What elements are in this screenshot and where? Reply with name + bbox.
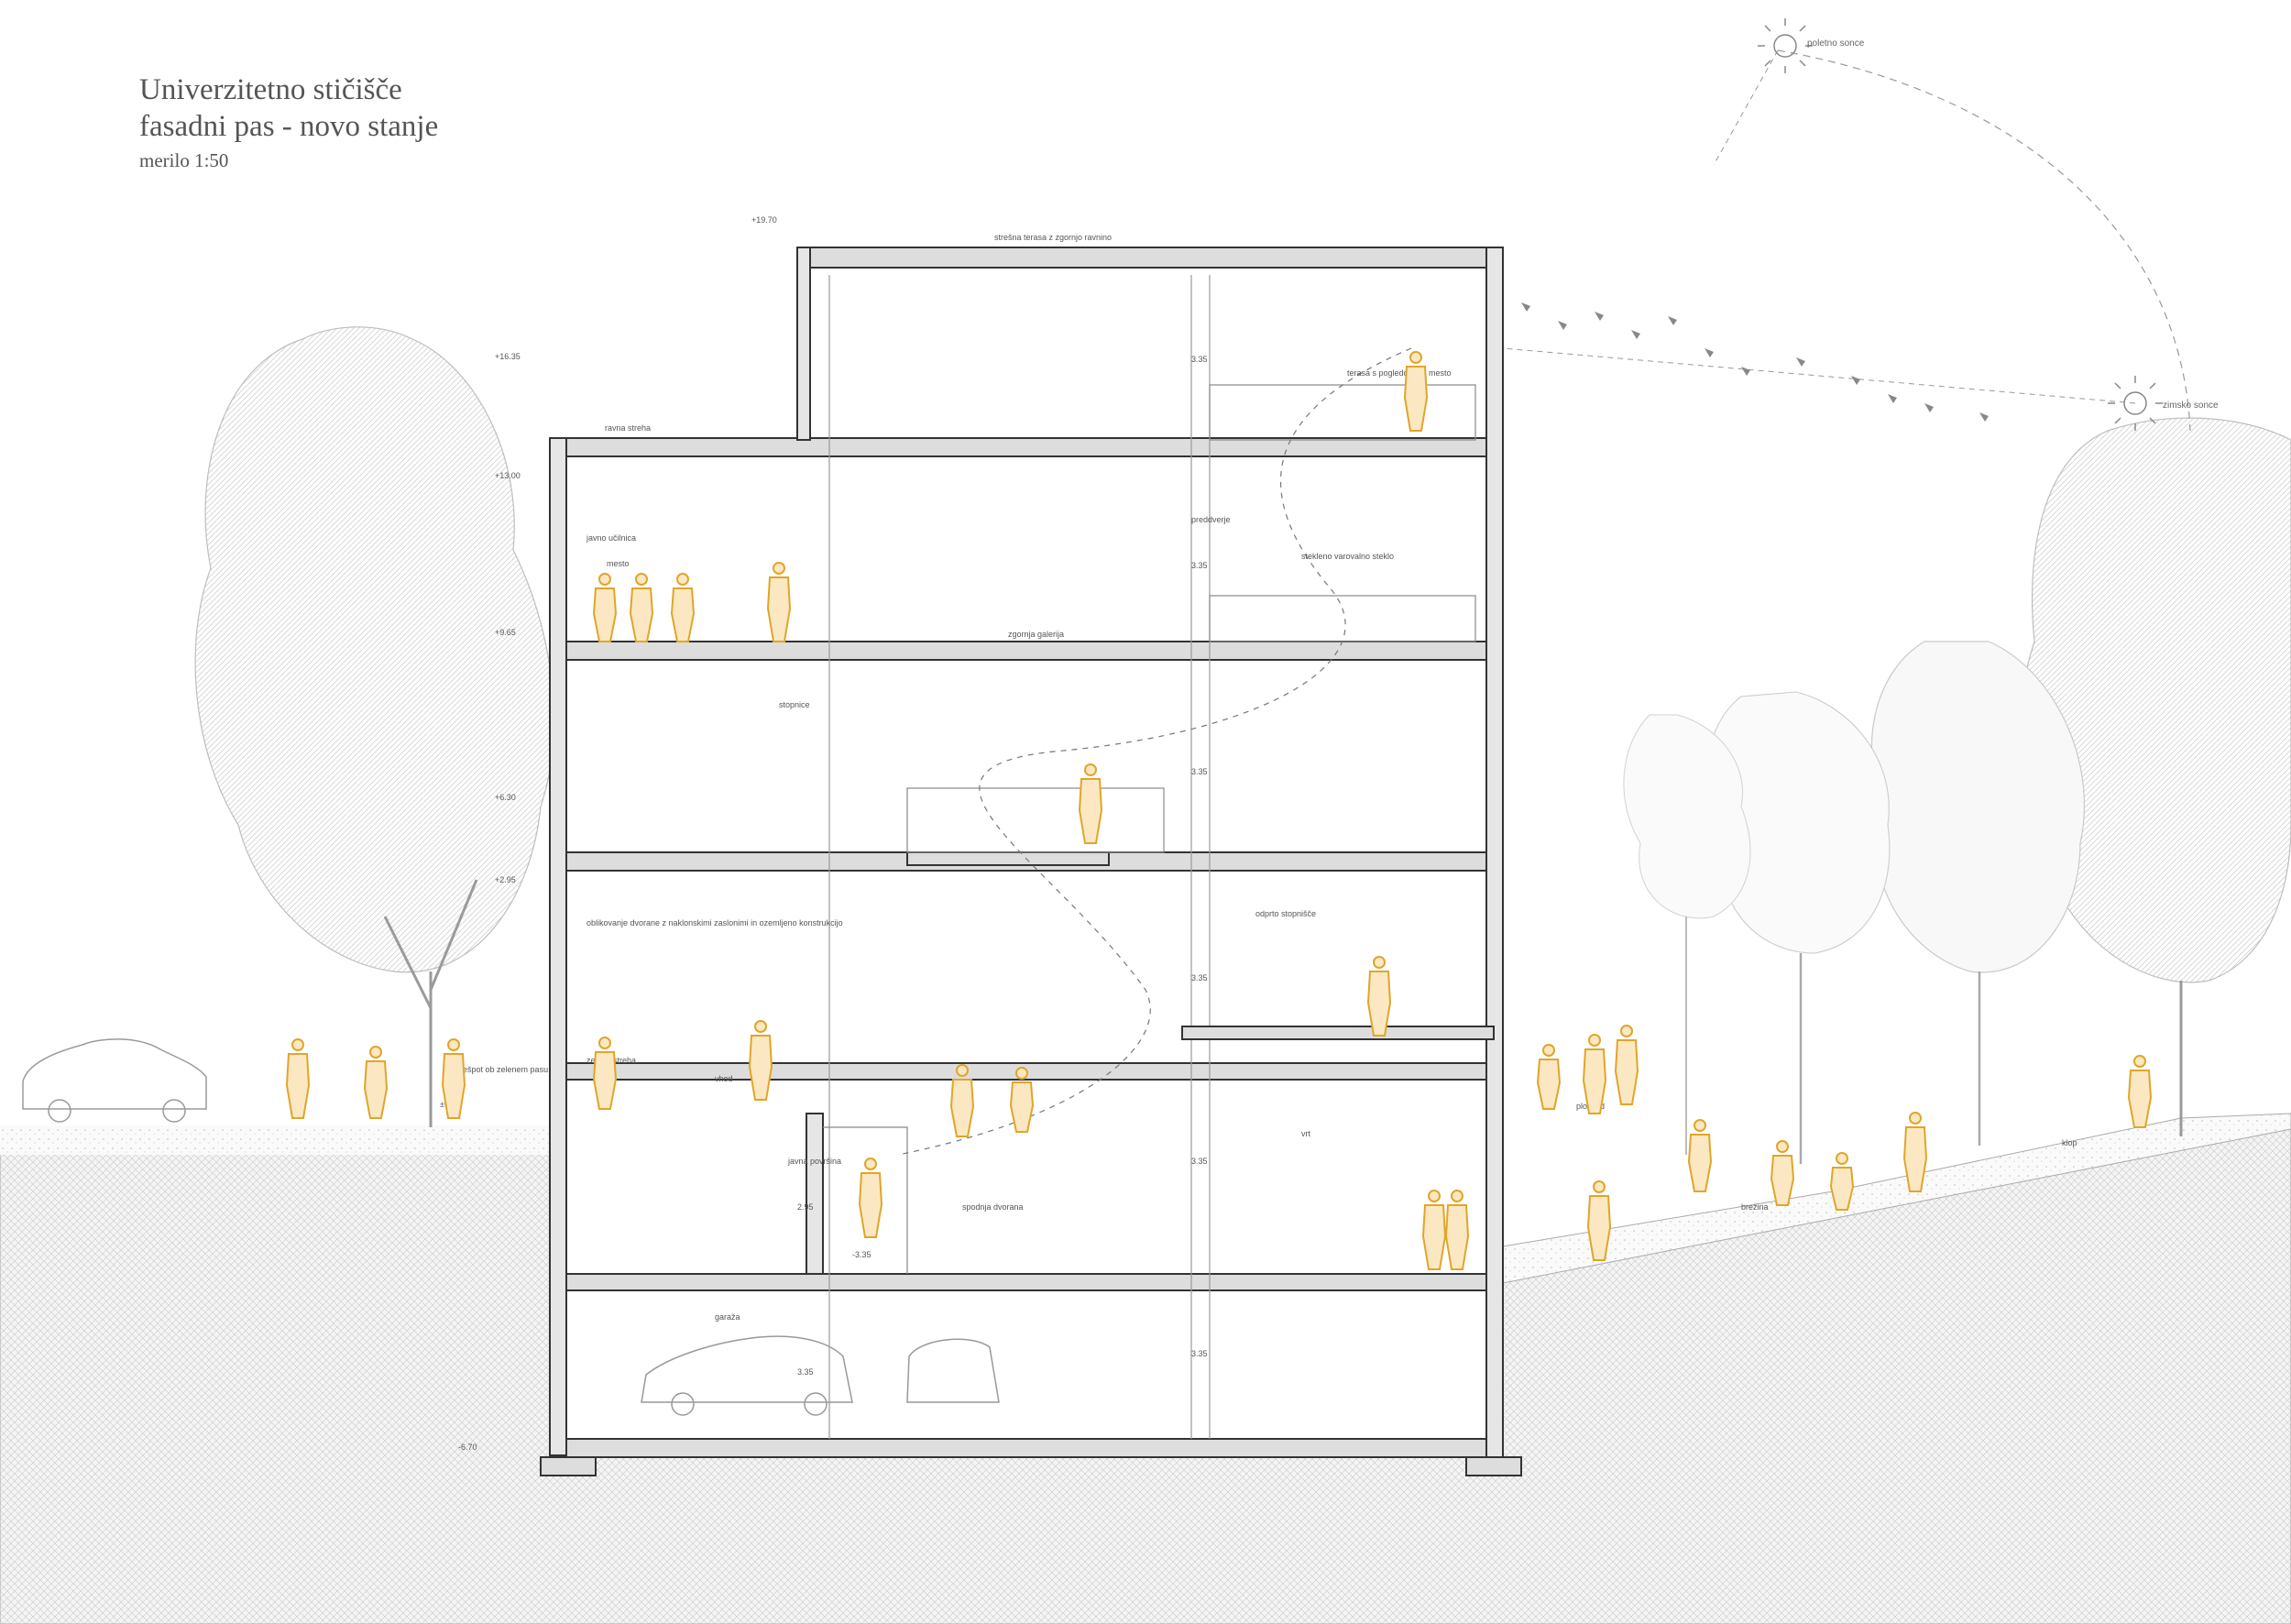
tree-right-mid: [1870, 641, 2085, 1146]
level-mark: +13.00: [495, 471, 521, 480]
human-figure: [858, 1158, 883, 1238]
dimension-mark: 3.35: [1191, 767, 1208, 776]
sun-ray-summer: [1713, 49, 1779, 166]
drawing-title: Univerzitetno stičišče: [139, 73, 402, 106]
human-figure: [1582, 1034, 1607, 1114]
summer-sun-icon: [1758, 18, 1813, 73]
label-upper-gallery: zgornja galerija: [1008, 630, 1064, 639]
label-entry: vhod: [715, 1074, 733, 1083]
human-figure: [441, 1038, 466, 1119]
human-figure: [1009, 1067, 1035, 1133]
label-lecture-desk: javno učilnica: [586, 533, 636, 543]
human-figure: [363, 1046, 389, 1119]
human-figure: [766, 562, 792, 642]
human-figure: [1421, 1190, 1447, 1270]
label-roof-flat: ravna streha: [605, 423, 651, 433]
sun-arc: [1777, 49, 2191, 432]
label-slope: brežina: [1741, 1202, 1769, 1212]
dimension-marks: 3.35 3.35 3.35 3.35 3.35 3.35 2.95 3.35: [797, 355, 1208, 1377]
winter-sun-icon: [2108, 376, 2163, 431]
human-figure: [592, 573, 618, 642]
human-figure: [1078, 763, 1103, 844]
tree-right-large: [2018, 417, 2291, 1136]
label-parking: garaža: [715, 1312, 740, 1322]
basement-cars: [641, 1335, 1000, 1416]
human-figure: [1366, 956, 1392, 1037]
human-figure: [2127, 1055, 2153, 1128]
human-figure: [629, 573, 654, 642]
summer-sun-label: poletno sonce: [1807, 38, 1865, 49]
label-sky-lounge: terasa s pogledom na mesto: [1347, 368, 1452, 378]
street-car: [22, 1038, 207, 1123]
level-mark: -6.70: [458, 1443, 477, 1452]
dimension-mark: 2.95: [797, 1202, 814, 1212]
label-public-area: javna površina: [787, 1157, 841, 1166]
label-garden: vrt: [1301, 1129, 1310, 1138]
label-stairs-open: stopnice: [779, 700, 810, 709]
label-open-stairs: odprto stopnišče: [1255, 909, 1316, 918]
dimension-mark: 3.35: [1191, 1349, 1208, 1358]
human-figure: [1770, 1140, 1795, 1206]
label-walkway: pešpot ob zelenem pasu: [458, 1065, 548, 1074]
human-figure: [1614, 1025, 1639, 1105]
drawing-subtitle: fasadni pas - novo stanje: [139, 110, 439, 143]
terrain-section: [0, 1126, 2291, 1624]
human-figure: [949, 1064, 975, 1137]
building-section: [540, 247, 1522, 1476]
dashed-flow-line: [897, 347, 1412, 1156]
level-mark: +9.65: [495, 628, 516, 637]
label-glass-railing: stekleno varovalno steklo: [1301, 552, 1394, 561]
level-mark: +6.30: [495, 793, 516, 802]
dimension-mark: 3.35: [1191, 1157, 1208, 1166]
level-mark: +16.35: [495, 352, 521, 361]
human-figure: [1403, 351, 1429, 432]
level-mark: +2.95: [495, 875, 516, 884]
label-atrium: preddverje: [1191, 515, 1231, 524]
human-figure: [1829, 1152, 1855, 1211]
label-bench: klop: [2062, 1138, 2077, 1147]
label-stair-note: oblikovanje dvorane z naklonskimi zaslon…: [586, 918, 843, 927]
drawing-scale: merilo 1:50: [139, 149, 229, 171]
human-figure: [1586, 1180, 1612, 1261]
winter-sun-label: zimsko sonce: [2163, 401, 2219, 411]
level-mark: +19.70: [751, 215, 777, 225]
label-roof-terrace: strešna terasa z zgornjo ravnino: [994, 233, 1112, 242]
human-figure: [670, 573, 696, 642]
tree-left-large: [194, 326, 555, 1127]
dimension-mark: 3.35: [1191, 355, 1208, 364]
human-figure: [1444, 1190, 1470, 1270]
dimension-mark: 3.35: [1191, 561, 1208, 570]
human-figure: [1687, 1119, 1713, 1192]
dimension-mark: 3.35: [1191, 973, 1208, 982]
title-block: Univerzitetno stičišče fasadni pas - nov…: [139, 71, 438, 176]
human-figure: [285, 1038, 311, 1119]
dimension-mark: 3.35: [797, 1367, 814, 1377]
sun-ray-winter: [1502, 347, 2136, 404]
human-figures: [285, 351, 2153, 1270]
human-figure: [1536, 1044, 1562, 1110]
label-study-table: mesto: [607, 559, 630, 568]
level-mark: -3.35: [852, 1250, 871, 1259]
label-lower-hall: spodnja dvorana: [962, 1202, 1024, 1212]
gravel-layer: [0, 1125, 550, 1155]
human-figure: [592, 1037, 618, 1110]
human-figure: [1902, 1112, 1928, 1192]
human-figure: [748, 1020, 773, 1101]
tree-right-back: [1623, 714, 1751, 1155]
birds: [1521, 302, 1989, 422]
